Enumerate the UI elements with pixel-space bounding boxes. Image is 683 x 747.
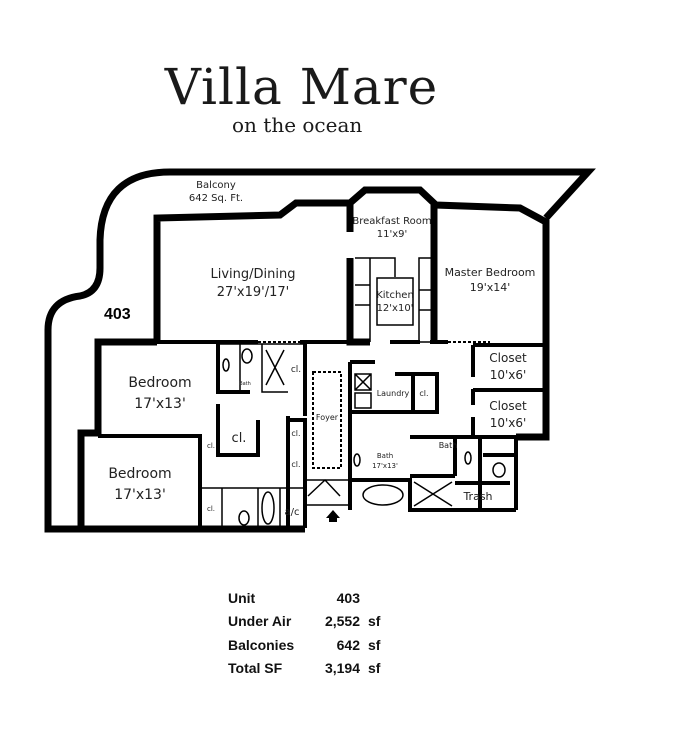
shower-icon bbox=[413, 481, 453, 507]
bedroom-label: Bedroom bbox=[128, 375, 191, 391]
page-subtitle: on the ocean bbox=[232, 113, 363, 137]
breakfast-room-size: 11'x9' bbox=[377, 229, 408, 240]
bath-label: Bath bbox=[439, 441, 458, 450]
unit-number: 403 bbox=[104, 306, 131, 323]
entry-doors bbox=[307, 478, 350, 506]
breakfast-room-label: Breakfast Room bbox=[352, 216, 431, 227]
closet-label: cl. bbox=[291, 460, 300, 469]
stat-label: Unit bbox=[228, 589, 256, 606]
sink-icon bbox=[464, 451, 472, 465]
closet-label: cl. bbox=[232, 431, 247, 446]
stat-unit: sf bbox=[368, 660, 381, 677]
balcony-outer-wall bbox=[44, 168, 596, 533]
balcony-area: 642 Sq. Ft. bbox=[189, 193, 243, 204]
stat-label: Total SF bbox=[228, 660, 283, 677]
toilet-icon bbox=[241, 348, 253, 364]
sink-icon bbox=[222, 358, 230, 372]
balcony-label: Balcony bbox=[196, 180, 236, 191]
kitchen-appliance-strip bbox=[418, 257, 433, 343]
bedroom-size: 17'x13' bbox=[134, 396, 186, 412]
bedroom-interior-walls bbox=[98, 344, 307, 528]
stats-row: Total SF 3,194 sf bbox=[228, 657, 398, 681]
toilet-icon bbox=[492, 462, 506, 478]
bedroom-label: Bedroom bbox=[108, 466, 171, 482]
closet-label: Closet bbox=[489, 399, 527, 413]
foyer-label: Foyer bbox=[316, 413, 339, 422]
laundry-walls bbox=[348, 360, 439, 510]
master-bedroom-size: 19'x14' bbox=[470, 281, 511, 294]
closet-label: cl. bbox=[291, 365, 301, 375]
trash-label: Trash bbox=[462, 490, 492, 503]
entry-arrow-icon bbox=[326, 510, 340, 522]
kitchen-wall bbox=[346, 203, 370, 346]
foyer-outline bbox=[312, 371, 342, 469]
kitchen-label: Kitchen bbox=[376, 290, 414, 301]
living-dining-label: Living/Dining bbox=[211, 267, 296, 282]
kitchen-counters bbox=[355, 257, 414, 342]
stat-unit: sf bbox=[368, 613, 381, 630]
tub-icon bbox=[261, 491, 275, 525]
toilet-icon bbox=[238, 510, 250, 526]
stat-value: 403 bbox=[336, 589, 360, 606]
closet-label: cl. bbox=[419, 389, 428, 398]
closet-label: cl. bbox=[291, 429, 300, 438]
stat-unit: sf bbox=[368, 636, 381, 653]
bath1-fixtures bbox=[200, 343, 305, 528]
page-title: Villa Mare bbox=[164, 58, 439, 116]
closet-walls bbox=[471, 343, 546, 439]
stat-value: 2,552 bbox=[324, 613, 360, 630]
master-bath-label: Bath bbox=[377, 452, 393, 460]
master-bath-size: 17'x13' bbox=[372, 462, 398, 470]
closet-size: 10'x6' bbox=[490, 368, 527, 382]
kitchen-size: 12'x10' bbox=[377, 303, 414, 314]
stat-value: 3,194 bbox=[324, 660, 360, 677]
stat-value: 642 bbox=[336, 636, 360, 653]
laundry-label: Laundry bbox=[377, 389, 410, 398]
stats-row: Balconies 642 sf bbox=[228, 633, 398, 657]
ac-label: a/c bbox=[285, 507, 300, 518]
stats-row: Unit 403 bbox=[228, 586, 398, 610]
sink-icon bbox=[353, 453, 361, 467]
closet-size: 10'x6' bbox=[490, 416, 527, 430]
stat-label: Under Air bbox=[228, 613, 292, 630]
master-bedroom-label: Master Bedroom bbox=[445, 266, 536, 279]
closet-label: cl. bbox=[207, 505, 215, 513]
bedroom-size: 17'x13' bbox=[114, 487, 166, 503]
tub-icon bbox=[362, 484, 404, 506]
closet-label: cl. bbox=[207, 442, 215, 450]
unit-wall bbox=[153, 186, 550, 441]
bath-label: Bath bbox=[239, 381, 251, 387]
stat-label: Balconies bbox=[228, 636, 295, 653]
living-dining-size: 27'x19'/17' bbox=[217, 285, 289, 300]
laundry-appliances bbox=[354, 373, 372, 409]
closet-label: Closet bbox=[489, 351, 527, 365]
stats-row: Under Air 2,552 sf bbox=[228, 610, 398, 634]
